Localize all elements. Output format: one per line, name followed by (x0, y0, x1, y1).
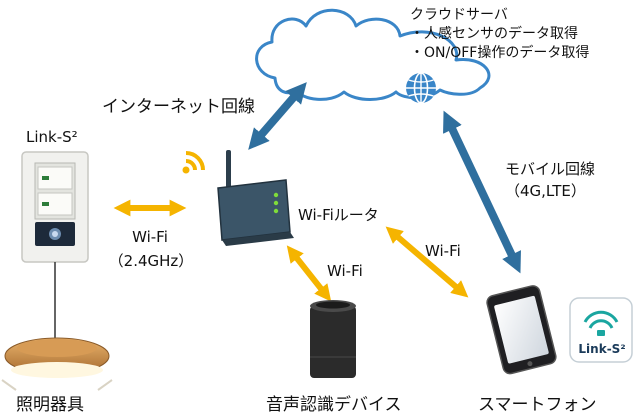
mobile-line-label-2: （4G,LTE） (505, 182, 586, 200)
cloud-item-2: ・ON/OFF操作のデータ取得 (410, 45, 590, 61)
wifi-signal-icon (182, 151, 205, 174)
mobile-line-label-1: モバイル回線 (505, 160, 596, 178)
smart-speaker (310, 300, 356, 378)
light-label: 照明器具 (16, 395, 84, 415)
cloud-title: クラウドサーバ (410, 7, 508, 23)
globe-icon (406, 72, 436, 104)
wifi-speaker-label: Wi-Fi (327, 262, 363, 280)
wifi-switch-label-2: （2.4GHz） (108, 252, 194, 270)
router-label: Wi-Fiルータ (298, 206, 379, 224)
speaker-label: 音声認識デバイス (266, 395, 402, 415)
mobile-arrow (443, 110, 521, 274)
wifi-switch-label-1: Wi-Fi (132, 228, 168, 246)
internet-line-label: インターネット回線 (102, 97, 255, 117)
phone-label: スマートフォン (478, 395, 597, 415)
smartphone-device (486, 285, 557, 375)
app-icon (569, 297, 633, 363)
wifi-phone-label: Wi-Fi (425, 242, 461, 260)
app-icon-label: Link-S² (578, 342, 626, 356)
router-device (217, 150, 294, 246)
cloud-item-1: ・人感センサのデータ取得 (410, 26, 578, 42)
wifi-arrow-router-phone (385, 226, 469, 298)
ceiling-light (1, 337, 113, 391)
switch-device (21, 151, 89, 263)
switch-label: Link-S² (26, 128, 78, 146)
wifi-arrow-router-speaker (286, 245, 332, 302)
internet-arrow (248, 82, 307, 150)
